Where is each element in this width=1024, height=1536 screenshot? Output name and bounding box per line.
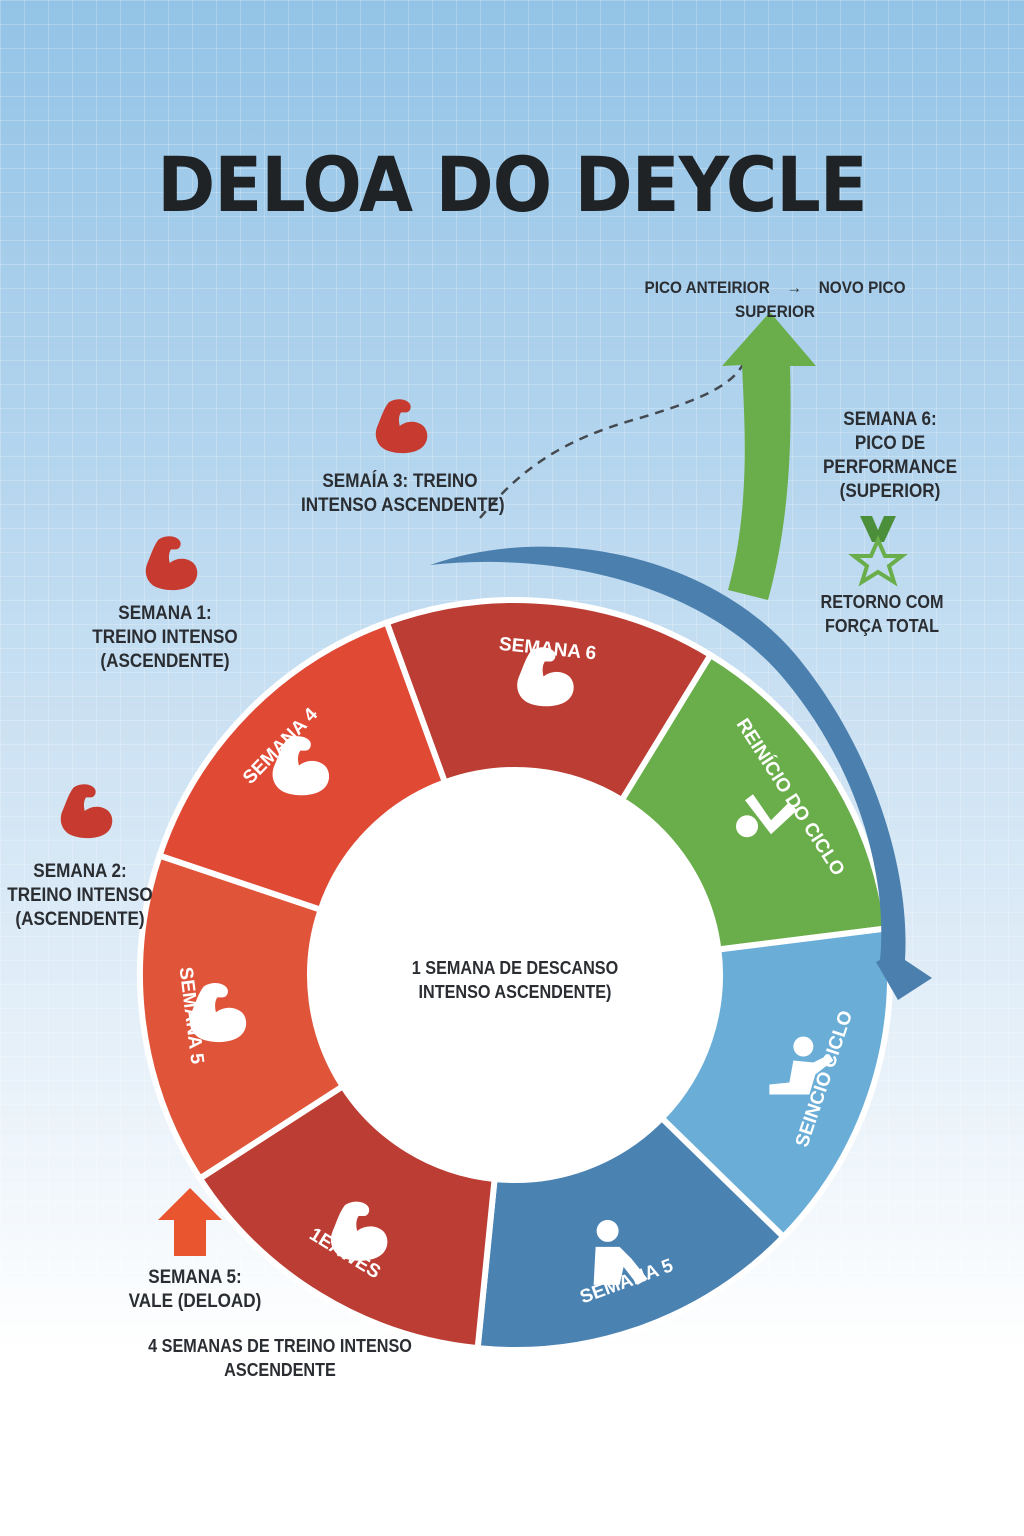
label-line: SEMANA 6: bbox=[843, 409, 937, 430]
label-line: TREINO INTENSO bbox=[92, 627, 238, 648]
label-line: SEMANA 2: bbox=[33, 861, 127, 882]
peak-from: PICO ANTEIRIOR bbox=[644, 278, 770, 297]
label-line: SEMAÍA 3: TREINO bbox=[322, 471, 478, 492]
center-circle bbox=[310, 770, 720, 1180]
green-up-arrow bbox=[722, 312, 816, 600]
label-semana-3: SEMAÍA 3: TREINO INTENSO ASCENDENTE) bbox=[301, 470, 505, 518]
peak-to: NOVO PICO SUPERIOR bbox=[735, 278, 906, 321]
label-retorno: RETORNO COM FORÇA TOTAL bbox=[801, 590, 963, 638]
label-line: RETORNO COM bbox=[820, 592, 944, 612]
flexed-bicep-icon bbox=[145, 536, 198, 591]
label-semana-5-vale: SEMANA 5: VALE (DELOAD) bbox=[114, 1266, 276, 1314]
label-line: PERFORMANCE bbox=[823, 457, 957, 478]
swimmer-icon bbox=[736, 794, 798, 838]
label-line: (SUPERIOR) bbox=[839, 481, 941, 502]
label-semana-1: SEMANA 1: TREINO INTENSO (ASCENDENTE) bbox=[80, 602, 251, 674]
label-line: (ASCENDENTE) bbox=[100, 651, 230, 672]
label-line: INTENSO ASCENDENTE) bbox=[301, 495, 505, 516]
right-arrow-icon: → bbox=[786, 278, 802, 297]
label-line: VALE (DELOAD) bbox=[128, 1291, 262, 1312]
kneeling-person-icon bbox=[769, 1036, 834, 1095]
label-line: (ASCENDENTE) bbox=[15, 909, 145, 930]
label-line: 1 SEMANA DE DESCANSO bbox=[411, 958, 619, 978]
label-line: TREINO INTENSO bbox=[7, 885, 153, 906]
label-line: PICO DE bbox=[854, 433, 926, 454]
peak-caption: PICO ANTEIRIOR → NOVO PICO SUPERIOR bbox=[618, 276, 933, 324]
flexed-bicep-icon bbox=[60, 784, 113, 839]
center-caption: 1 SEMANA DE DESCANSO INTENSO ASCENDENTE) bbox=[394, 956, 637, 1004]
label-line: SEMANA 5: bbox=[148, 1267, 242, 1288]
label-line: FORÇA TOTAL bbox=[825, 616, 939, 636]
label-line: SEMANA 1: bbox=[118, 603, 212, 624]
label-semana-2: SEMANA 2: TREINO INTENSO (ASCENDENTE) bbox=[0, 860, 161, 932]
label-line: INTENSO ASCENDENTE) bbox=[418, 982, 612, 1002]
blue-cycle-arrow bbox=[430, 546, 932, 1000]
flexed-bicep-icon bbox=[375, 399, 428, 454]
footer-caption: 4 SEMANAS DE TREINO INTENSO ASCENDENTE bbox=[148, 1336, 412, 1380]
sitting-person-icon bbox=[593, 1219, 648, 1285]
label-semana-6-peak: SEMANA 6: PICO DE PERFORMANCE (SUPERIOR) bbox=[809, 408, 971, 504]
page-title: DELOA DO DEYCLE bbox=[157, 140, 867, 229]
up-arrow-icon bbox=[158, 1188, 222, 1256]
medal-star-icon bbox=[848, 516, 908, 587]
trend-dashed-line bbox=[479, 359, 747, 519]
